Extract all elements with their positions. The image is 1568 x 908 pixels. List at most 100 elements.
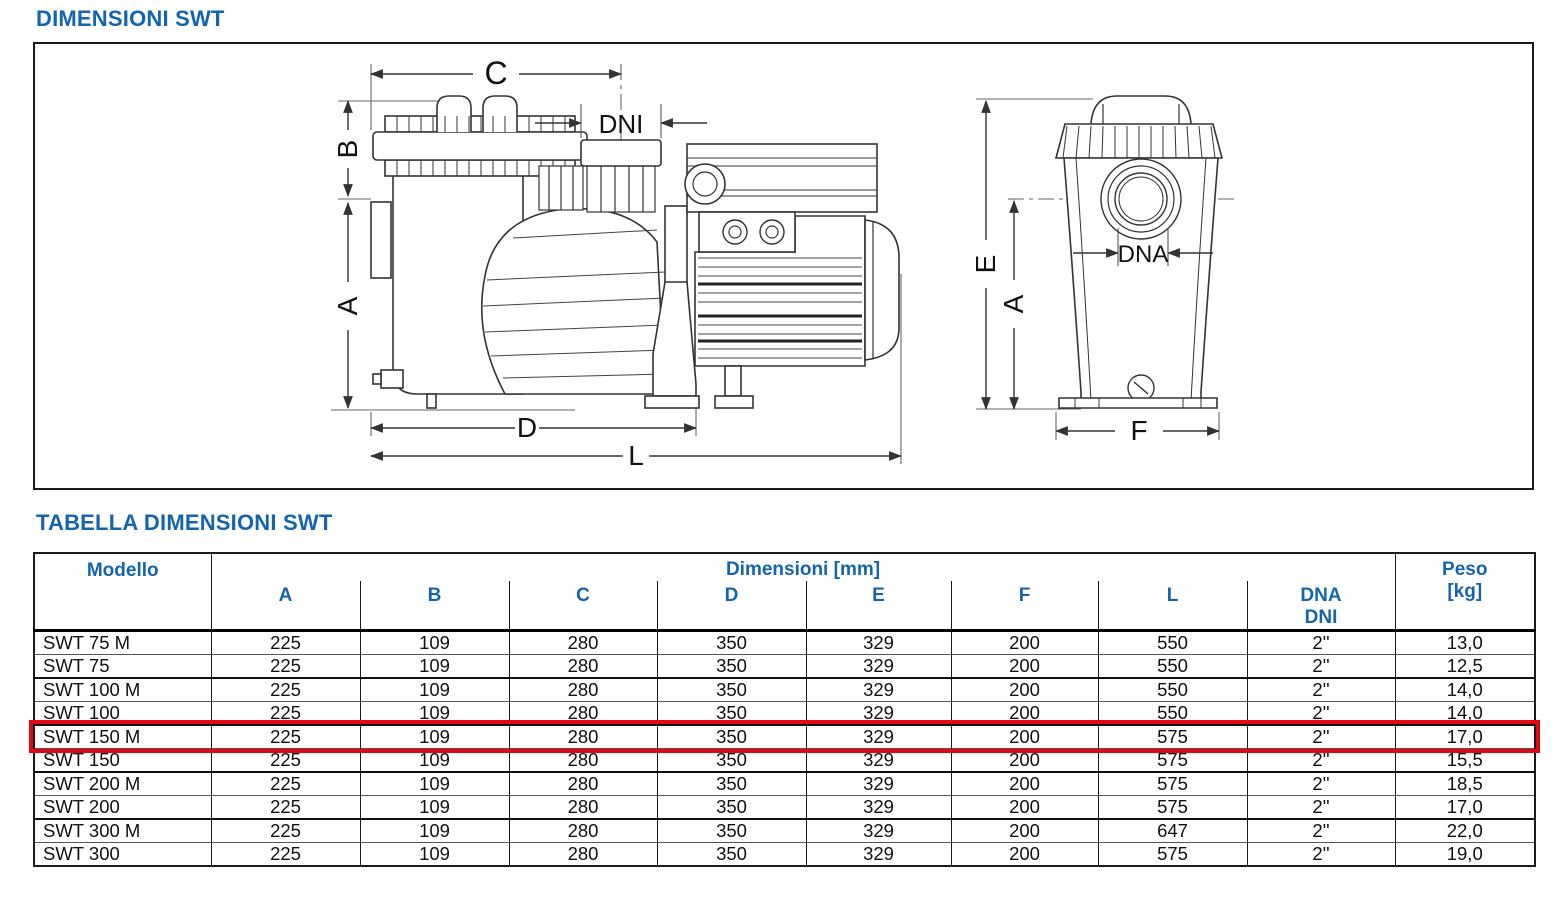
value-cell: 280	[509, 701, 658, 725]
value-cell: 22,0	[1446, 820, 1483, 841]
value-cell: 225	[211, 654, 361, 678]
value-cell: 109	[360, 654, 510, 678]
column-header-b: B	[360, 581, 510, 632]
value-cell: 550	[1098, 701, 1248, 725]
model-cell: SWT 75 M	[34, 630, 212, 655]
value-cell: 350	[657, 701, 807, 725]
value-cell: 280	[509, 819, 658, 843]
value-cell: 2''	[1247, 819, 1396, 843]
value-cell: 14,0	[1446, 702, 1483, 723]
value-cell: 17,0	[1446, 726, 1483, 747]
value-cell: 329	[806, 748, 952, 772]
value-cell: 350	[657, 795, 807, 819]
value-cell: 225	[211, 748, 361, 772]
value-cell: 350	[657, 819, 807, 843]
value-cell: 18,5	[1446, 773, 1483, 794]
value-cell: 2''	[1247, 654, 1396, 678]
value-cell: 329	[806, 630, 952, 655]
motor	[684, 143, 900, 367]
model-cell: SWT 100	[34, 701, 212, 725]
value-cell: 109	[360, 701, 510, 725]
value-cell: 109	[360, 748, 510, 772]
value-cell: 225	[211, 795, 361, 819]
column-header-c: C	[509, 581, 658, 632]
column-header-modello: Modello	[34, 553, 212, 632]
value-cell: 200	[951, 842, 1099, 866]
value-cell: 200	[951, 630, 1099, 655]
value-cell: 225	[211, 725, 361, 749]
dim-label-a-side: A	[332, 296, 363, 315]
value-cell: 329	[806, 819, 952, 843]
value-cell: 200	[951, 748, 1099, 772]
value-cell: 280	[509, 842, 658, 866]
value-cell: 350	[657, 842, 807, 866]
discharge-port	[538, 139, 662, 213]
pump-drawing-svg: C B A DNI D L	[331, 55, 1235, 471]
value-cell: 329	[806, 678, 952, 702]
model-cell: SWT 300	[34, 842, 212, 866]
value-cell: 2''	[1247, 842, 1396, 866]
dim-label-e: E	[970, 255, 1001, 274]
value-cell: 350	[657, 678, 807, 702]
value-cell: 280	[509, 678, 658, 702]
model-cell: SWT 150	[34, 748, 212, 772]
column-header-peso: Peso [kg]	[1395, 553, 1535, 632]
value-cell: 2''	[1247, 795, 1396, 819]
value-cell: 109	[360, 630, 510, 655]
value-cell: 109	[360, 795, 510, 819]
dna-line2: DNI	[1304, 607, 1338, 628]
value-cell: 200	[951, 795, 1099, 819]
value-cell: 19,0	[1446, 843, 1483, 864]
column-header-l: L	[1098, 581, 1248, 632]
value-cell: 575	[1098, 748, 1248, 772]
side-dimension-labels: C B A DNI D L	[332, 55, 644, 471]
dim-label-a-front: A	[998, 294, 1029, 313]
value-cell: 225	[211, 701, 361, 725]
value-cell: 329	[806, 654, 952, 678]
value-cell: 575	[1098, 725, 1248, 749]
value-cell: 225	[211, 819, 361, 843]
value-cell: 200	[951, 654, 1099, 678]
value-cell: 225	[211, 630, 361, 655]
value-cell: 15,5	[1446, 749, 1483, 770]
column-header-f: F	[951, 581, 1099, 632]
value-cell: 2''	[1247, 748, 1396, 772]
column-header-dna-dni: DNA DNI	[1247, 581, 1396, 632]
column-header-a: A	[211, 581, 361, 632]
value-cell: 2''	[1247, 678, 1396, 702]
value-cell: 280	[509, 725, 658, 749]
value-cell: 575	[1098, 795, 1248, 819]
dim-label-b: B	[332, 140, 363, 159]
dimensions-table-wrapper: Modello Dimensioni [mm] Peso [kg] A B C …	[29, 552, 1540, 867]
column-header-dimensioni: Dimensioni [mm]	[211, 553, 1396, 581]
model-cell: SWT 150 M	[34, 725, 212, 749]
mounting-feet	[644, 281, 754, 409]
value-cell: 280	[509, 795, 658, 819]
model-cell: SWT 200 M	[34, 772, 212, 796]
value-cell: 550	[1098, 654, 1248, 678]
side-dimension-lines	[343, 69, 903, 461]
value-cell: 280	[509, 654, 658, 678]
value-cell: 647	[1098, 819, 1248, 843]
pump-technical-drawing: C B A DNI D L	[33, 42, 1534, 490]
front-view-pump	[1054, 95, 1224, 409]
value-cell: 13,0	[1446, 632, 1483, 653]
front-dimension-lines	[981, 99, 1221, 436]
value-cell: 2''	[1247, 725, 1396, 749]
value-cell: 350	[657, 654, 807, 678]
value-cell: 350	[657, 748, 807, 772]
value-cell: 280	[509, 630, 658, 655]
front-dimension-labels: E A DNA F	[970, 241, 1168, 446]
dim-label-f: F	[1130, 415, 1147, 446]
value-cell: 2''	[1247, 630, 1396, 655]
value-cell: 109	[360, 842, 510, 866]
value-cell: 12,5	[1446, 655, 1483, 676]
model-cell: SWT 200	[34, 795, 212, 819]
table-section-title: TABELLA DIMENSIONI SWT	[36, 510, 333, 535]
